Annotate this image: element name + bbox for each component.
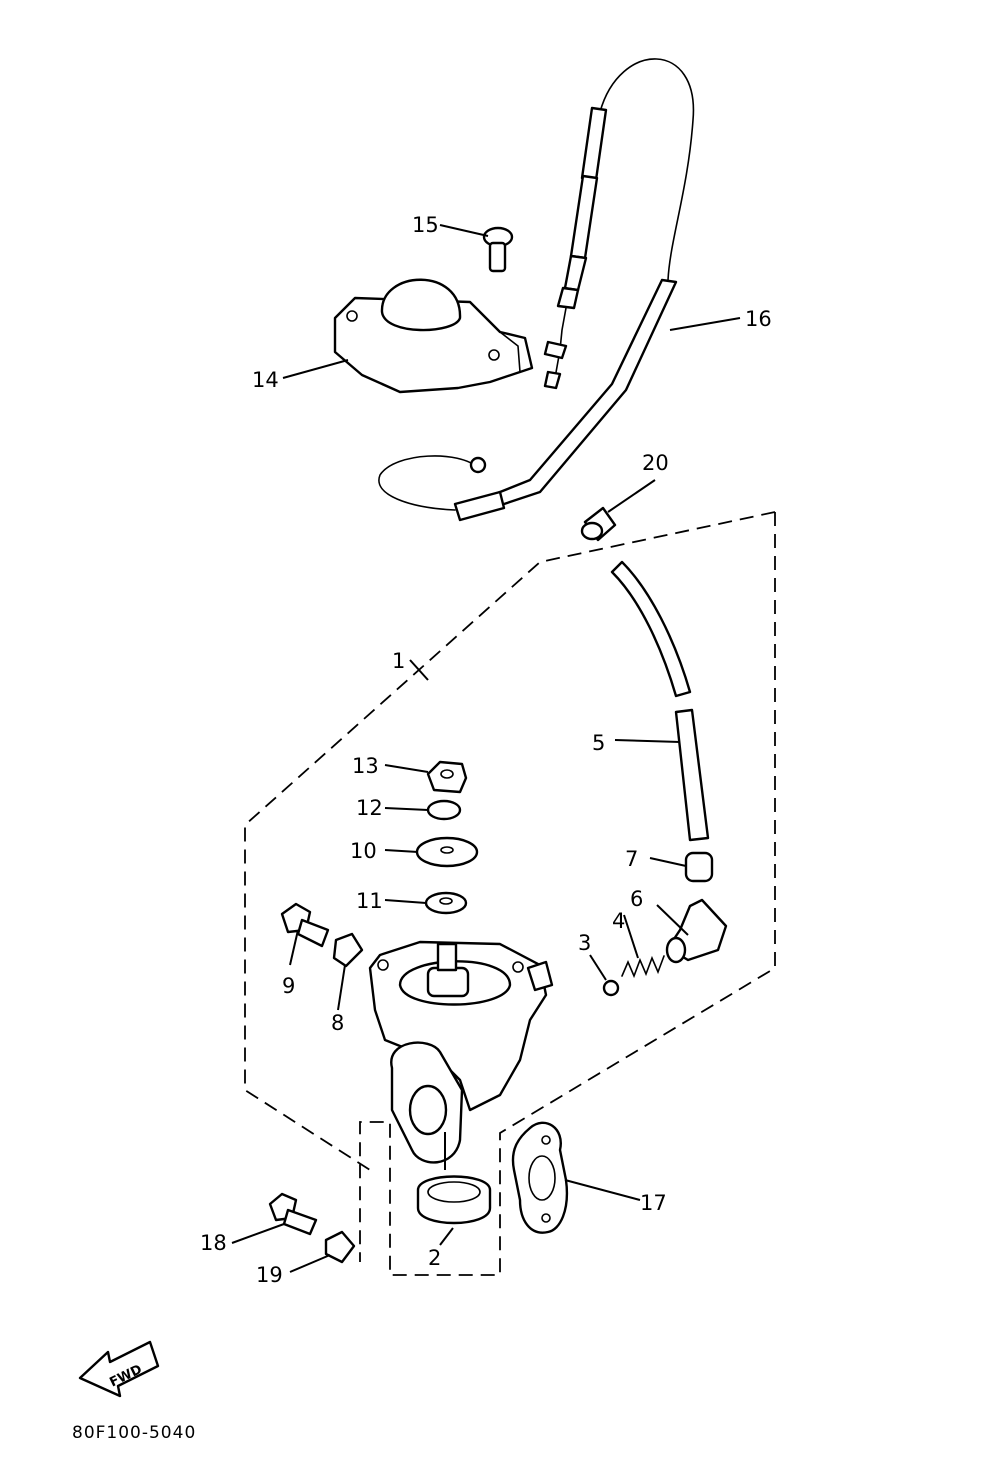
callout-4: 4 (612, 909, 625, 933)
callout-labels: 1 2 3 4 5 6 7 8 9 10 11 12 13 14 15 16 1… (200, 213, 772, 1287)
forward-arrow-icon: FWD (78, 1340, 160, 1398)
callout-6: 6 (630, 887, 643, 911)
part-10-washer (415, 836, 479, 868)
part-8-washer (332, 932, 364, 968)
callout-3: 3 (578, 931, 591, 955)
part-5-hose (610, 560, 710, 842)
assembly-boundary (244, 511, 776, 1276)
part-17-gasket (511, 1121, 569, 1234)
oil-pump-body (368, 940, 554, 1164)
callout-12: 12 (356, 796, 383, 820)
part-12-lockwasher (426, 799, 462, 821)
part-4-spring (621, 955, 665, 979)
callout-16: 16 (745, 307, 772, 331)
leader-lines (231, 224, 741, 1273)
part-15-screw (482, 226, 514, 273)
throttle-cable (543, 58, 695, 390)
callout-5: 5 (592, 731, 605, 755)
callout-19: 19 (256, 1263, 283, 1287)
callout-7: 7 (625, 847, 638, 871)
callout-13: 13 (352, 754, 379, 778)
part-9-bolt (280, 902, 330, 948)
part-2-seal (416, 1175, 492, 1225)
part-11-washer (424, 891, 468, 915)
part-6-fitting (665, 898, 728, 964)
part-18-bolt (268, 1192, 318, 1236)
callout-8: 8 (331, 1011, 344, 1035)
callout-20: 20 (642, 451, 669, 475)
callout-2: 2 (428, 1246, 441, 1270)
callout-1: 1 (392, 649, 405, 673)
callout-15: 15 (412, 213, 439, 237)
part-code: 80F100-5040 (72, 1423, 196, 1443)
part-16-hose (378, 278, 678, 522)
part-3-ball (602, 979, 620, 997)
callout-10: 10 (350, 839, 377, 863)
part-20-sleeve (580, 506, 617, 542)
callout-11: 11 (356, 889, 383, 913)
part-7-clip (684, 851, 714, 883)
callout-9: 9 (282, 974, 295, 998)
part-13-nut (426, 760, 468, 794)
callout-14: 14 (252, 368, 279, 392)
callout-18: 18 (200, 1231, 227, 1255)
part-19-washer (324, 1230, 356, 1264)
callout-17: 17 (640, 1191, 667, 1215)
part-14-cover (333, 278, 534, 394)
